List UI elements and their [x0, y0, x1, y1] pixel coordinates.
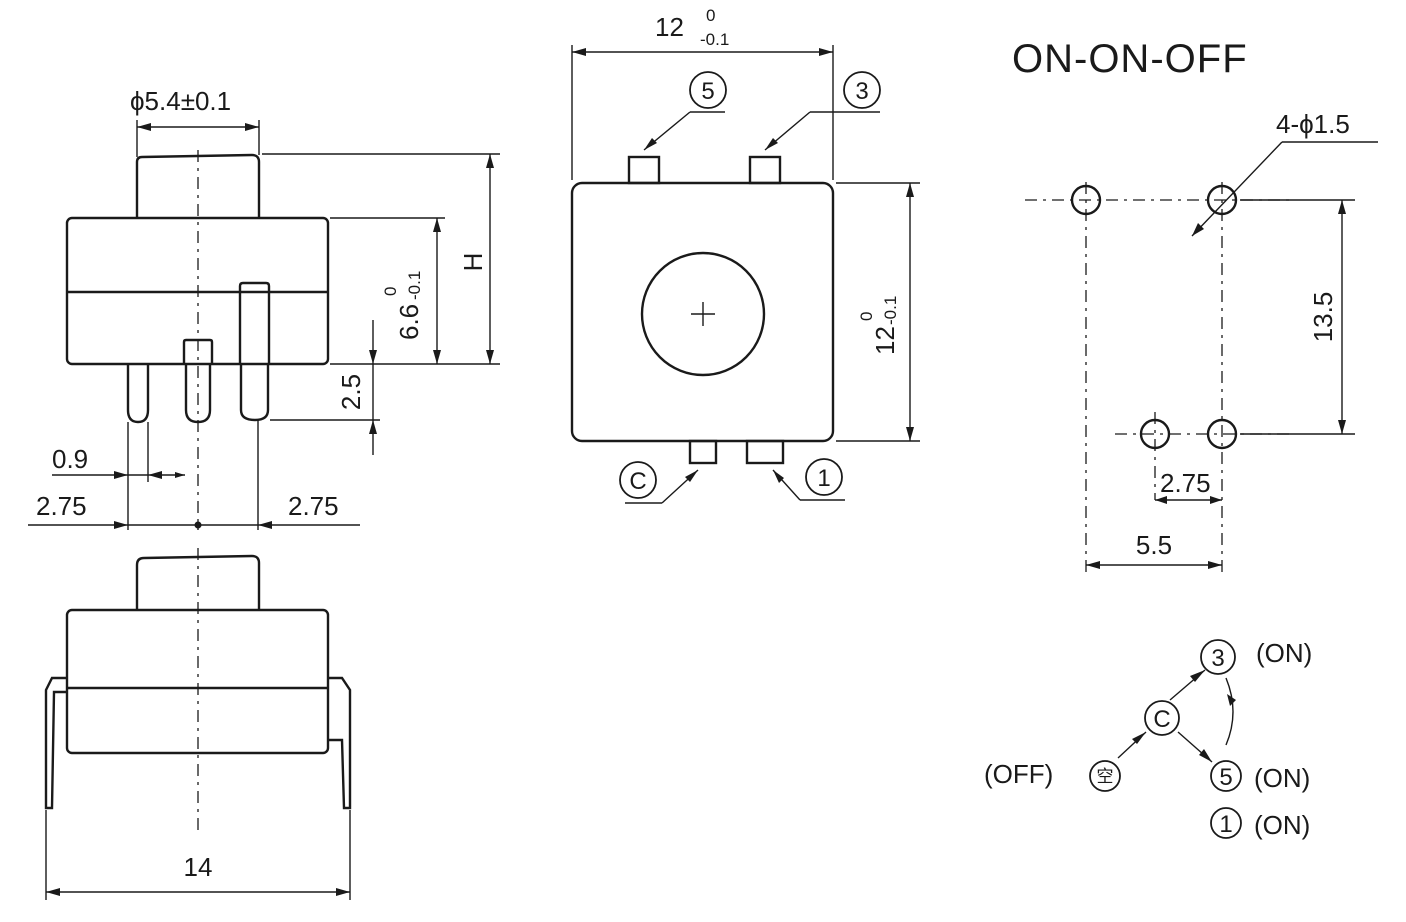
mode-title: ON-ON-OFF	[1012, 37, 1248, 81]
callout-pin-c-label: C	[629, 468, 646, 495]
dim-top-height: 12	[870, 326, 900, 355]
diagram-pin-c	[1144, 700, 1180, 736]
diagram-pin-empty-label: 空	[1097, 767, 1114, 786]
top-view: 12 0 -0.1 12 0 -0.1 5 3 C 1	[570, 6, 920, 504]
top-pin-3	[748, 155, 782, 185]
diagram-pin-5	[1210, 760, 1242, 792]
side-pin-left	[126, 364, 150, 424]
diagram-pin-1	[1210, 807, 1242, 839]
dim-hole-spacing-small: 2.75	[1160, 468, 1211, 498]
dim-top-width: 12	[655, 12, 684, 42]
front-leg-left	[44, 676, 67, 810]
callout-pin-3-label: 3	[855, 78, 868, 105]
side-view: ϕ5.4±0.1 H 6.6 0 -0.1 2.5 0.9 2.75 2.	[28, 86, 500, 530]
callout-pin-5-label: 5	[701, 78, 714, 105]
diagram-pin-1-label: 1	[1219, 811, 1232, 838]
dim-pin-pitch-right: 2.75	[288, 491, 339, 521]
dim-holes: 4-ϕ1.5	[1276, 109, 1350, 139]
state-off: (OFF)	[984, 759, 1053, 789]
pcb-hole-top-left	[1070, 184, 1102, 216]
dim-body-height-tol-lower: -0.1	[405, 271, 424, 300]
top-pin-5	[627, 155, 661, 185]
dim-top-height-tol-upper: 0	[857, 312, 876, 321]
diagram-pin-c-label: C	[1153, 706, 1170, 733]
state-on-3: (ON)	[1256, 638, 1312, 668]
dim-pin-length: 2.5	[336, 374, 366, 410]
diagram-pin-empty	[1089, 760, 1121, 792]
pcb-layout: ON-ON-OFF 4-ϕ1.5 13.5 2.75 5.5	[1012, 37, 1378, 575]
dim-pin-width: 0.9	[52, 444, 88, 474]
dim-body-height-tol-upper: 0	[381, 287, 400, 296]
callout-pin-1-label: 1	[817, 465, 830, 492]
callout-pin-5	[689, 71, 727, 109]
diagram-pin-3-label: 3	[1211, 645, 1224, 672]
side-pin-middle	[182, 338, 214, 424]
front-view: 14	[44, 548, 352, 900]
top-button	[640, 251, 766, 377]
diagram-pin-5-label: 5	[1219, 764, 1232, 791]
pcb-hole-bottom-right	[1206, 418, 1238, 450]
side-cap	[135, 153, 261, 218]
switching-diagram: 3 (ON) C 空 (OFF) 5 (ON) 1 (ON)	[984, 638, 1312, 840]
dim-height-label: H	[458, 253, 488, 272]
dim-hole-spacing-large: 5.5	[1136, 530, 1172, 560]
dim-cap-diameter: ϕ5.4±0.1	[130, 86, 231, 116]
pcb-hole-bottom-left	[1139, 418, 1171, 450]
dim-hole-vertical: 13.5	[1308, 292, 1338, 343]
callout-pin-c	[619, 461, 657, 499]
state-on-1: (ON)	[1254, 810, 1310, 840]
dim-pin-pitch-left: 2.75	[36, 491, 87, 521]
state-on-5: (ON)	[1254, 763, 1310, 793]
diagram-pin-3	[1200, 639, 1236, 675]
top-pin-c	[688, 439, 718, 465]
dim-top-height-tol-lower: -0.1	[881, 296, 900, 325]
pcb-hole-top-right	[1206, 184, 1238, 216]
callout-pin-3	[843, 71, 881, 109]
side-pin-right	[238, 281, 271, 422]
dim-total-width: 14	[184, 852, 213, 882]
callout-pin-1	[805, 458, 843, 496]
dim-top-width-tol-lower: -0.1	[700, 30, 729, 49]
front-leg-right	[328, 676, 352, 810]
dim-top-width-tol-upper: 0	[706, 6, 715, 25]
top-pin-1	[745, 439, 785, 465]
dim-body-height: 6.6	[394, 304, 424, 340]
